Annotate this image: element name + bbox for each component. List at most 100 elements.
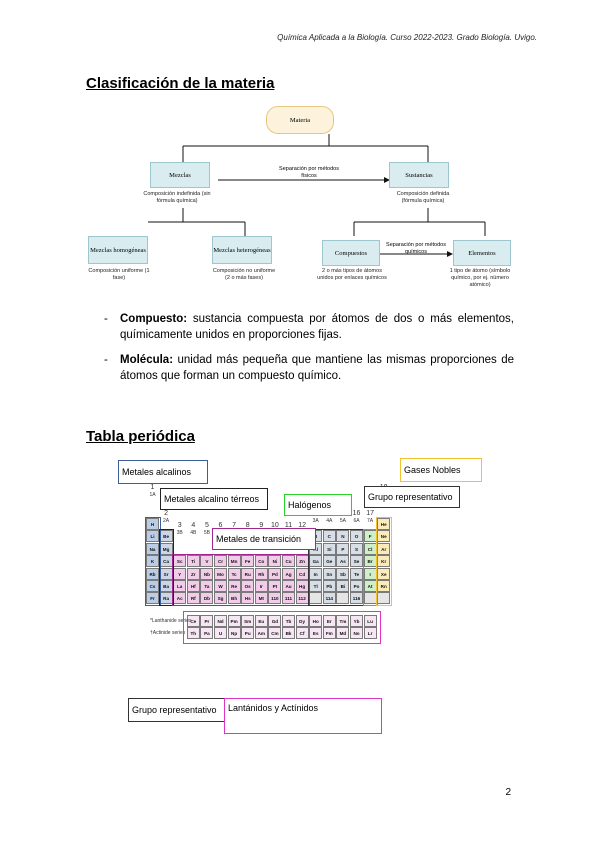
element-cell: Sb — [336, 567, 350, 580]
label-grupo-representativo-bottom: Grupo representativo — [128, 698, 226, 722]
element-cell: Li — [146, 530, 159, 543]
node-materia: Materia — [266, 106, 334, 134]
element-cell: Sn — [322, 567, 336, 580]
element-cell: Sg — [214, 592, 227, 605]
element-cell: At — [363, 580, 377, 592]
actinide-series-label: †Actinide series — [150, 630, 186, 637]
element-cell: F — [363, 530, 377, 543]
element-cell: 112 — [295, 592, 309, 605]
actinide-cell: Md — [336, 627, 350, 640]
group-number: 4 — [191, 522, 196, 529]
group-sub-label: 5A — [339, 518, 346, 524]
label-grupo-representativo-top: Grupo representativo — [364, 486, 460, 508]
section-title-tabla-periodica: Tabla periódica — [86, 428, 195, 445]
element-cell: Ti — [186, 555, 200, 568]
element-cell: Se — [350, 555, 363, 568]
desc-mezclas: Composición indefinida (sin fórmula quím… — [143, 191, 211, 204]
element-cell: Ag — [282, 567, 295, 580]
group-number: 3 — [177, 522, 182, 529]
lanthanide-cell: Sm — [241, 614, 255, 627]
element-cell: Rf — [186, 592, 200, 605]
group-sub-label: 3B — [176, 530, 183, 536]
element-cell: Cu — [282, 555, 295, 568]
label-lantanidos-actinidos: Lantánidos y Actínidos — [224, 698, 382, 734]
lanthanide-cell: Lu — [363, 614, 377, 627]
group-number: 7 — [232, 522, 237, 529]
lanthanide-cell: Er — [322, 614, 336, 627]
element-cell-empty — [363, 592, 377, 605]
element-cell: Si — [322, 542, 336, 555]
concept-map-lines — [148, 134, 486, 257]
term-compuesto: Compuesto: — [120, 313, 188, 325]
element-cell: Os — [241, 580, 255, 592]
group-sub-label: 6A — [353, 518, 360, 524]
text-compuesto: sustancia compuesta por átomos de dos o … — [120, 313, 514, 341]
lanthanide-cell: Nd — [214, 614, 227, 627]
element-cell: Nb — [200, 567, 214, 580]
group-number: 17 — [366, 510, 374, 517]
element-cell: Te — [350, 567, 363, 580]
actinide-cell: Pa — [200, 627, 214, 640]
highlight-transition-metals — [172, 554, 311, 606]
label-metales-alcalino-terreos: Metales alcalino térreos — [160, 488, 268, 510]
element-cell: I — [363, 567, 377, 580]
element-cell: Hs — [241, 592, 255, 605]
element-cell: Ba — [159, 580, 173, 592]
element-cell: Mn — [227, 555, 241, 568]
lanthanide-cell: Pr — [200, 614, 214, 627]
actinide-cell: Pu — [241, 627, 255, 640]
element-cell: Be — [159, 530, 173, 543]
element-cell: 114 — [322, 592, 336, 605]
element-cell: Pd — [268, 567, 282, 580]
lanthanide-series-label: *Lanthanide series — [150, 617, 192, 624]
term-molecula: Molécula: — [120, 354, 174, 366]
lanthanide-cell: Yb — [350, 614, 363, 627]
group-sub-label: 5B — [203, 530, 210, 536]
element-cell: Y — [173, 567, 187, 580]
actinide-cell: Np — [227, 627, 241, 640]
highlight-halogens — [362, 529, 379, 606]
element-cell: P — [336, 542, 350, 555]
group-number: 10 — [270, 522, 279, 529]
element-cell: V — [200, 555, 214, 568]
group-number: 12 — [298, 522, 306, 529]
element-cell: Tc — [227, 567, 241, 580]
definition-molecula: - Molécula: unidad más pequeña que manti… — [104, 352, 514, 384]
element-cell: Na — [146, 542, 159, 555]
group-sub-label: 4A — [326, 518, 333, 524]
highlight-alkali-metals — [145, 517, 161, 606]
label-metales-alcalinos: Metales alcalinos — [118, 460, 208, 484]
group-number: 16 — [352, 510, 361, 517]
element-cell: Mt — [254, 592, 268, 605]
desc-compuestos: 2 o más tipos de átomos unidos por enlac… — [317, 268, 387, 281]
label-sep-fisicos: Separación por métodos físicos — [279, 166, 339, 179]
node-mezclas: Mezclas — [150, 162, 210, 188]
actinide-cell: Lr — [363, 627, 377, 640]
actinide-cell: U — [214, 627, 227, 640]
element-cell: Pt — [268, 580, 282, 592]
node-elementos: Elementos — [453, 240, 511, 266]
element-cell: Cr — [214, 555, 227, 568]
actinide-cell: Cf — [295, 627, 309, 640]
group-sub-label: 2A — [163, 518, 170, 524]
element-cell: Ca — [159, 555, 173, 568]
element-cell: Co — [254, 555, 268, 568]
element-cell: Po — [350, 580, 363, 592]
node-sustancias: Sustancias — [389, 162, 449, 188]
group-number: 2 — [164, 510, 169, 517]
group-number: 5 — [204, 522, 209, 529]
label-sep-quimicos: Separación por métodos químicos — [386, 242, 446, 255]
desc-heterogeneas: Composición no uniforme (2 o más fases) — [212, 268, 276, 281]
group-sub-label: 4B — [190, 530, 197, 536]
element-cell: Rb — [146, 567, 159, 580]
element-cell: 111 — [282, 592, 295, 605]
desc-elementos: 1 tipo de átomo (símbolo químico, por ej… — [449, 268, 511, 288]
periodic-table: 11A22A33B44B55B66B77B88B98B108B111B122B1… — [118, 458, 490, 738]
node-compuestos: Compuestos — [322, 240, 380, 266]
lanthanide-cell: Dy — [295, 614, 309, 627]
group-number: 1 — [150, 484, 155, 491]
element-cell: H — [146, 518, 159, 530]
element-cell: As — [336, 555, 350, 568]
group-sub-label: 3A — [312, 518, 319, 524]
element-cell: S — [350, 542, 363, 555]
